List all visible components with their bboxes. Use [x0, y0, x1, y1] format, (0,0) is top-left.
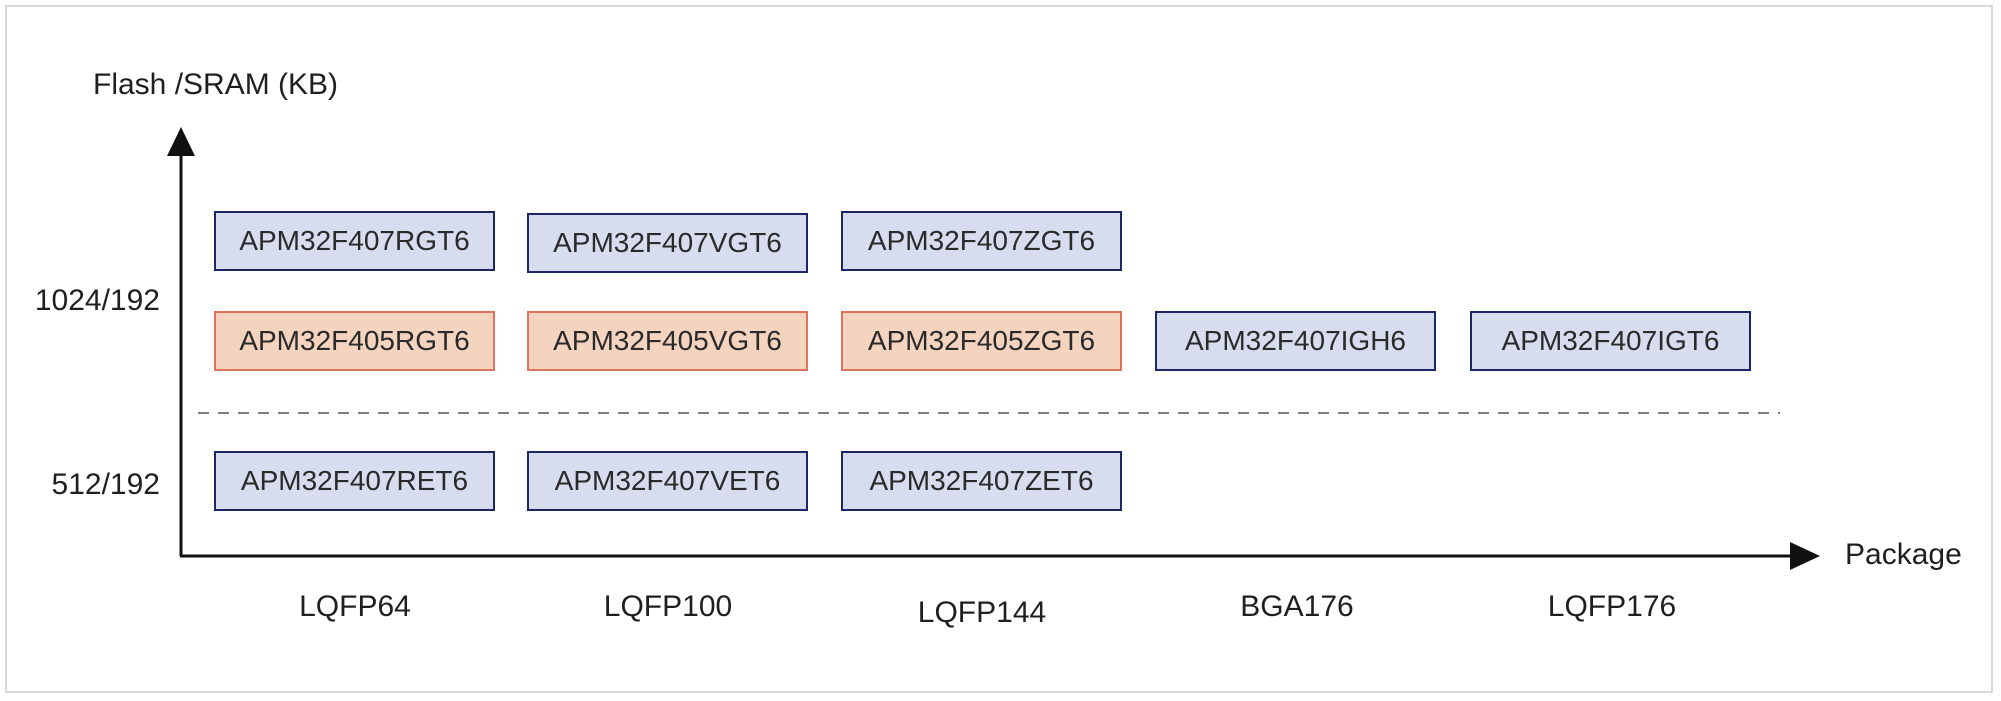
x-axis-arrowhead — [1790, 542, 1820, 570]
package-label-lqfp100: LQFP100 — [603, 590, 733, 623]
package-label-lqfp64: LQFP64 — [299, 590, 411, 623]
package-label-lqfp176: LQFP176 — [1547, 590, 1677, 623]
y-axis-arrowhead — [167, 127, 195, 156]
part-box-apm32f407ret6: APM32F407RET6 — [214, 451, 495, 511]
part-box-apm32f407zgt6: APM32F407ZGT6 — [841, 211, 1122, 271]
part-box-apm32f407igt6: APM32F407IGT6 — [1470, 311, 1751, 371]
part-box-apm32f407zet6: APM32F407ZET6 — [841, 451, 1122, 511]
package-label-bga176: BGA176 — [1240, 590, 1354, 623]
part-box-apm32f407rgt6: APM32F407RGT6 — [214, 211, 495, 271]
package-label-lqfp144: LQFP144 — [917, 596, 1047, 629]
part-box-apm32f407vet6: APM32F407VET6 — [527, 451, 808, 511]
part-box-apm32f405rgt6: APM32F405RGT6 — [214, 311, 495, 371]
part-box-apm32f407igh6: APM32F407IGH6 — [1155, 311, 1436, 371]
y-level-512-192: 512/192 — [51, 468, 160, 501]
part-box-apm32f407vgt6: APM32F407VGT6 — [527, 213, 808, 273]
y-axis-title: Flash /SRAM (KB) — [93, 68, 339, 101]
x-axis-title: Package — [1845, 538, 1962, 571]
y-level-1024-192: 1024/192 — [34, 284, 160, 317]
part-box-apm32f405zgt6: APM32F405ZGT6 — [841, 311, 1122, 371]
part-box-apm32f405vgt6: APM32F405VGT6 — [527, 311, 808, 371]
